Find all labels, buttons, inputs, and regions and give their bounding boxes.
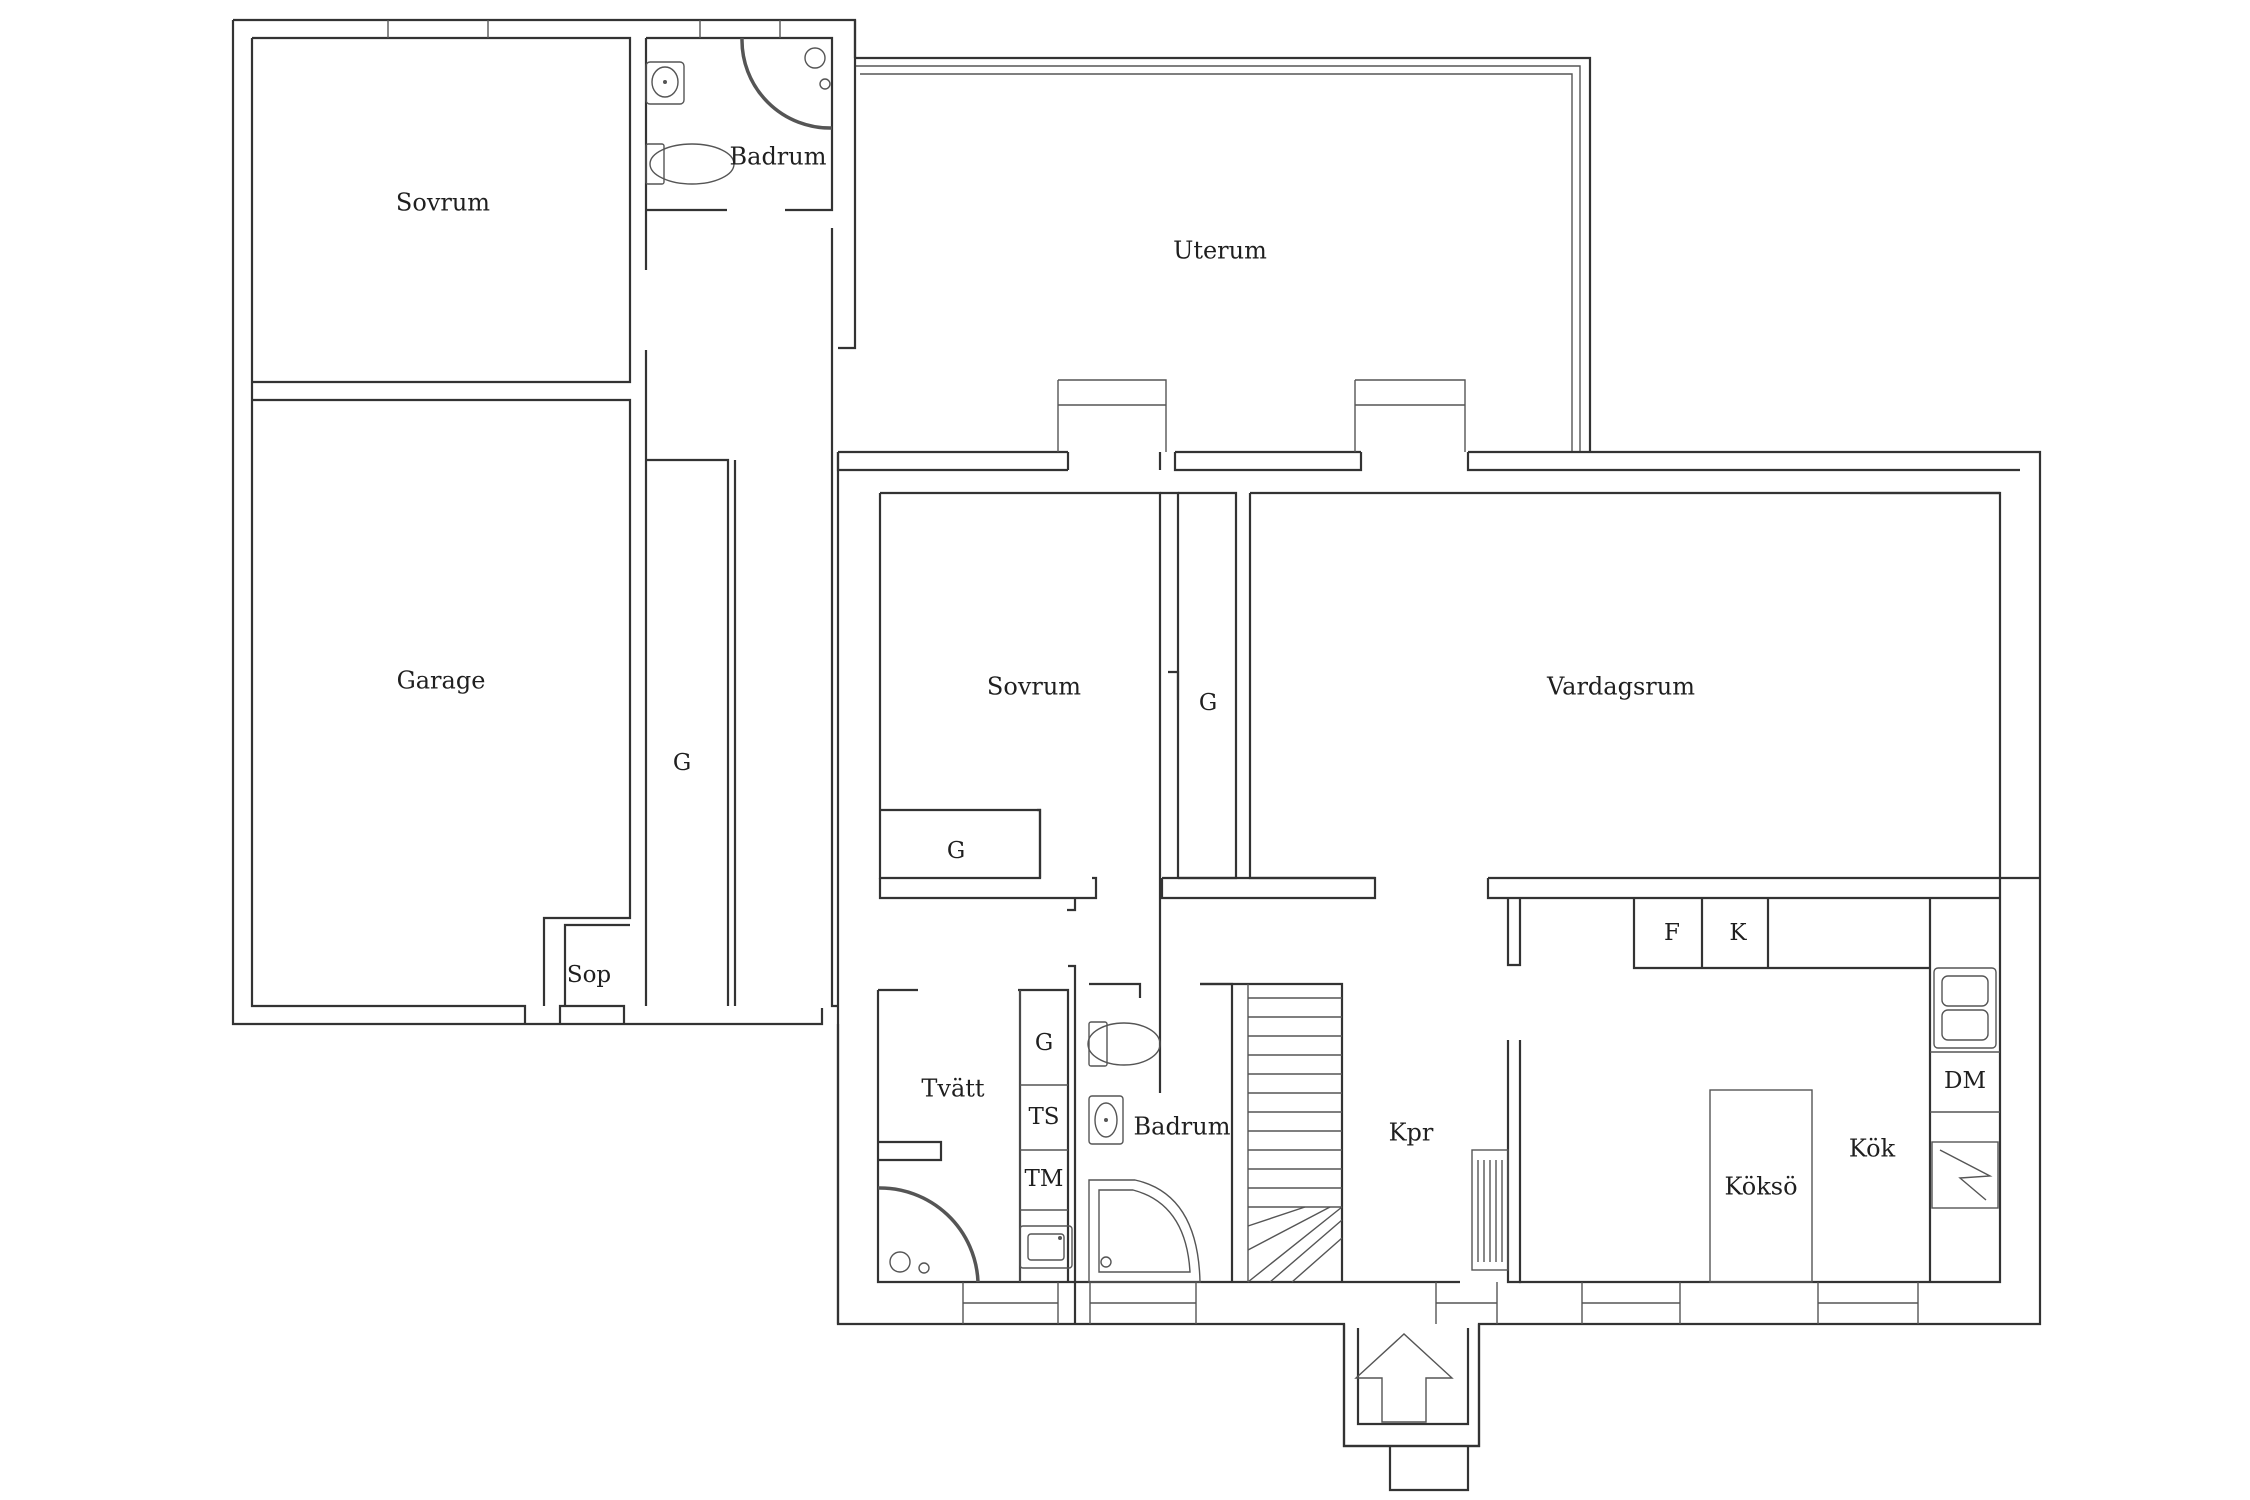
room-label-kok: Kök	[1849, 1135, 1896, 1163]
outer-walls	[231, 18, 2042, 1448]
entrance-arrow-icon	[1354, 1333, 1454, 1423]
stove-icon	[1931, 1141, 1999, 1209]
dishwasher-label: DM	[1944, 1068, 1986, 1094]
closet-label: G	[947, 838, 965, 864]
toilet-icon	[645, 143, 735, 185]
shower-icon	[740, 37, 833, 130]
freezer-label: F	[1664, 920, 1680, 946]
closet-label: G	[673, 750, 691, 776]
fixtures	[645, 37, 2000, 1283]
room-label-badrum: Badrum	[1134, 1113, 1231, 1141]
room-label-sop: Sop	[567, 962, 611, 988]
room-label-vardagsrum: Vardagsrum	[1546, 673, 1695, 701]
room-label-badrum: Badrum	[730, 143, 827, 171]
closet-label: G	[1199, 690, 1217, 716]
sink-icon	[1088, 1095, 1124, 1145]
sink-icon	[1019, 1225, 1073, 1269]
radiator-icon	[1471, 1149, 1509, 1271]
sink-icon	[645, 61, 685, 105]
entrance-steps	[1342, 1324, 1481, 1492]
washer-label: TM	[1025, 1166, 1064, 1192]
room-label-kpr: Kpr	[1389, 1119, 1434, 1147]
stairs-icon	[1247, 984, 1343, 1283]
room-label-sovrum: Sovrum	[396, 189, 490, 217]
room-label-tvatt: Tvätt	[921, 1075, 985, 1103]
shower-icon	[877, 1186, 980, 1283]
room-label-sovrum: Sovrum	[987, 673, 1081, 701]
interior-walls-main	[836, 379, 2040, 1324]
fridge-label: K	[1729, 920, 1747, 946]
sink-icon	[1933, 967, 1997, 1049]
room-label-uterum: Uterum	[1173, 237, 1267, 265]
toilet-icon	[1087, 1021, 1161, 1067]
room-labels: Sovrum Badrum Uterum Garage Sop G Sovrum…	[396, 143, 1986, 1201]
closet-label: G	[1035, 1030, 1053, 1056]
dryer-label: TS	[1028, 1104, 1059, 1130]
room-label-koksö: Köksö	[1724, 1173, 1797, 1201]
bathtub-icon	[1088, 1179, 1201, 1283]
room-label-garage: Garage	[397, 667, 486, 695]
